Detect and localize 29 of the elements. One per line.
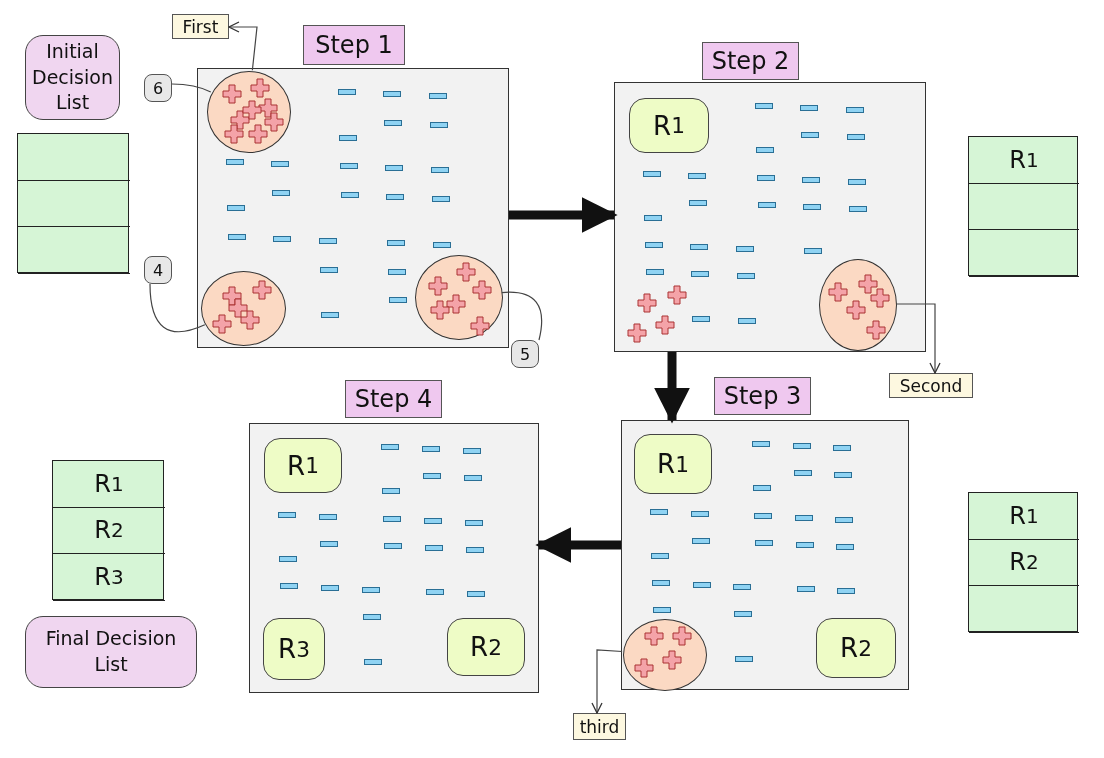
step-heading: Step 2	[702, 42, 799, 80]
callout-number: 4	[144, 256, 172, 284]
data-panel	[249, 423, 539, 693]
leader-line	[228, 21, 258, 71]
callout-label: third	[573, 713, 626, 740]
callout-label: First	[172, 14, 229, 39]
leader-line	[171, 83, 212, 93]
title-badge: Initial Decision List	[25, 35, 120, 120]
decision-list-table	[968, 492, 1078, 632]
decision-list-table	[52, 460, 164, 600]
leader-line	[895, 303, 941, 374]
data-panel	[614, 82, 926, 352]
callout-number: 6	[144, 74, 172, 102]
step-heading: Step 3	[714, 377, 811, 415]
step-heading: Step 1	[303, 25, 405, 65]
arrow	[509, 197, 618, 233]
arrow	[535, 527, 621, 563]
leader-line	[591, 649, 623, 714]
data-panel	[621, 420, 909, 690]
title-badge: Final Decision List	[25, 616, 197, 688]
step-heading: Step 4	[345, 380, 442, 418]
leader-line	[149, 283, 206, 333]
callout-label: Second	[889, 373, 973, 398]
decision-list-table	[17, 133, 129, 273]
decision-list-table	[968, 136, 1078, 276]
callout-number: 5	[511, 340, 539, 368]
arrow	[654, 352, 690, 424]
leader-line	[501, 291, 543, 341]
data-panel	[197, 68, 509, 348]
